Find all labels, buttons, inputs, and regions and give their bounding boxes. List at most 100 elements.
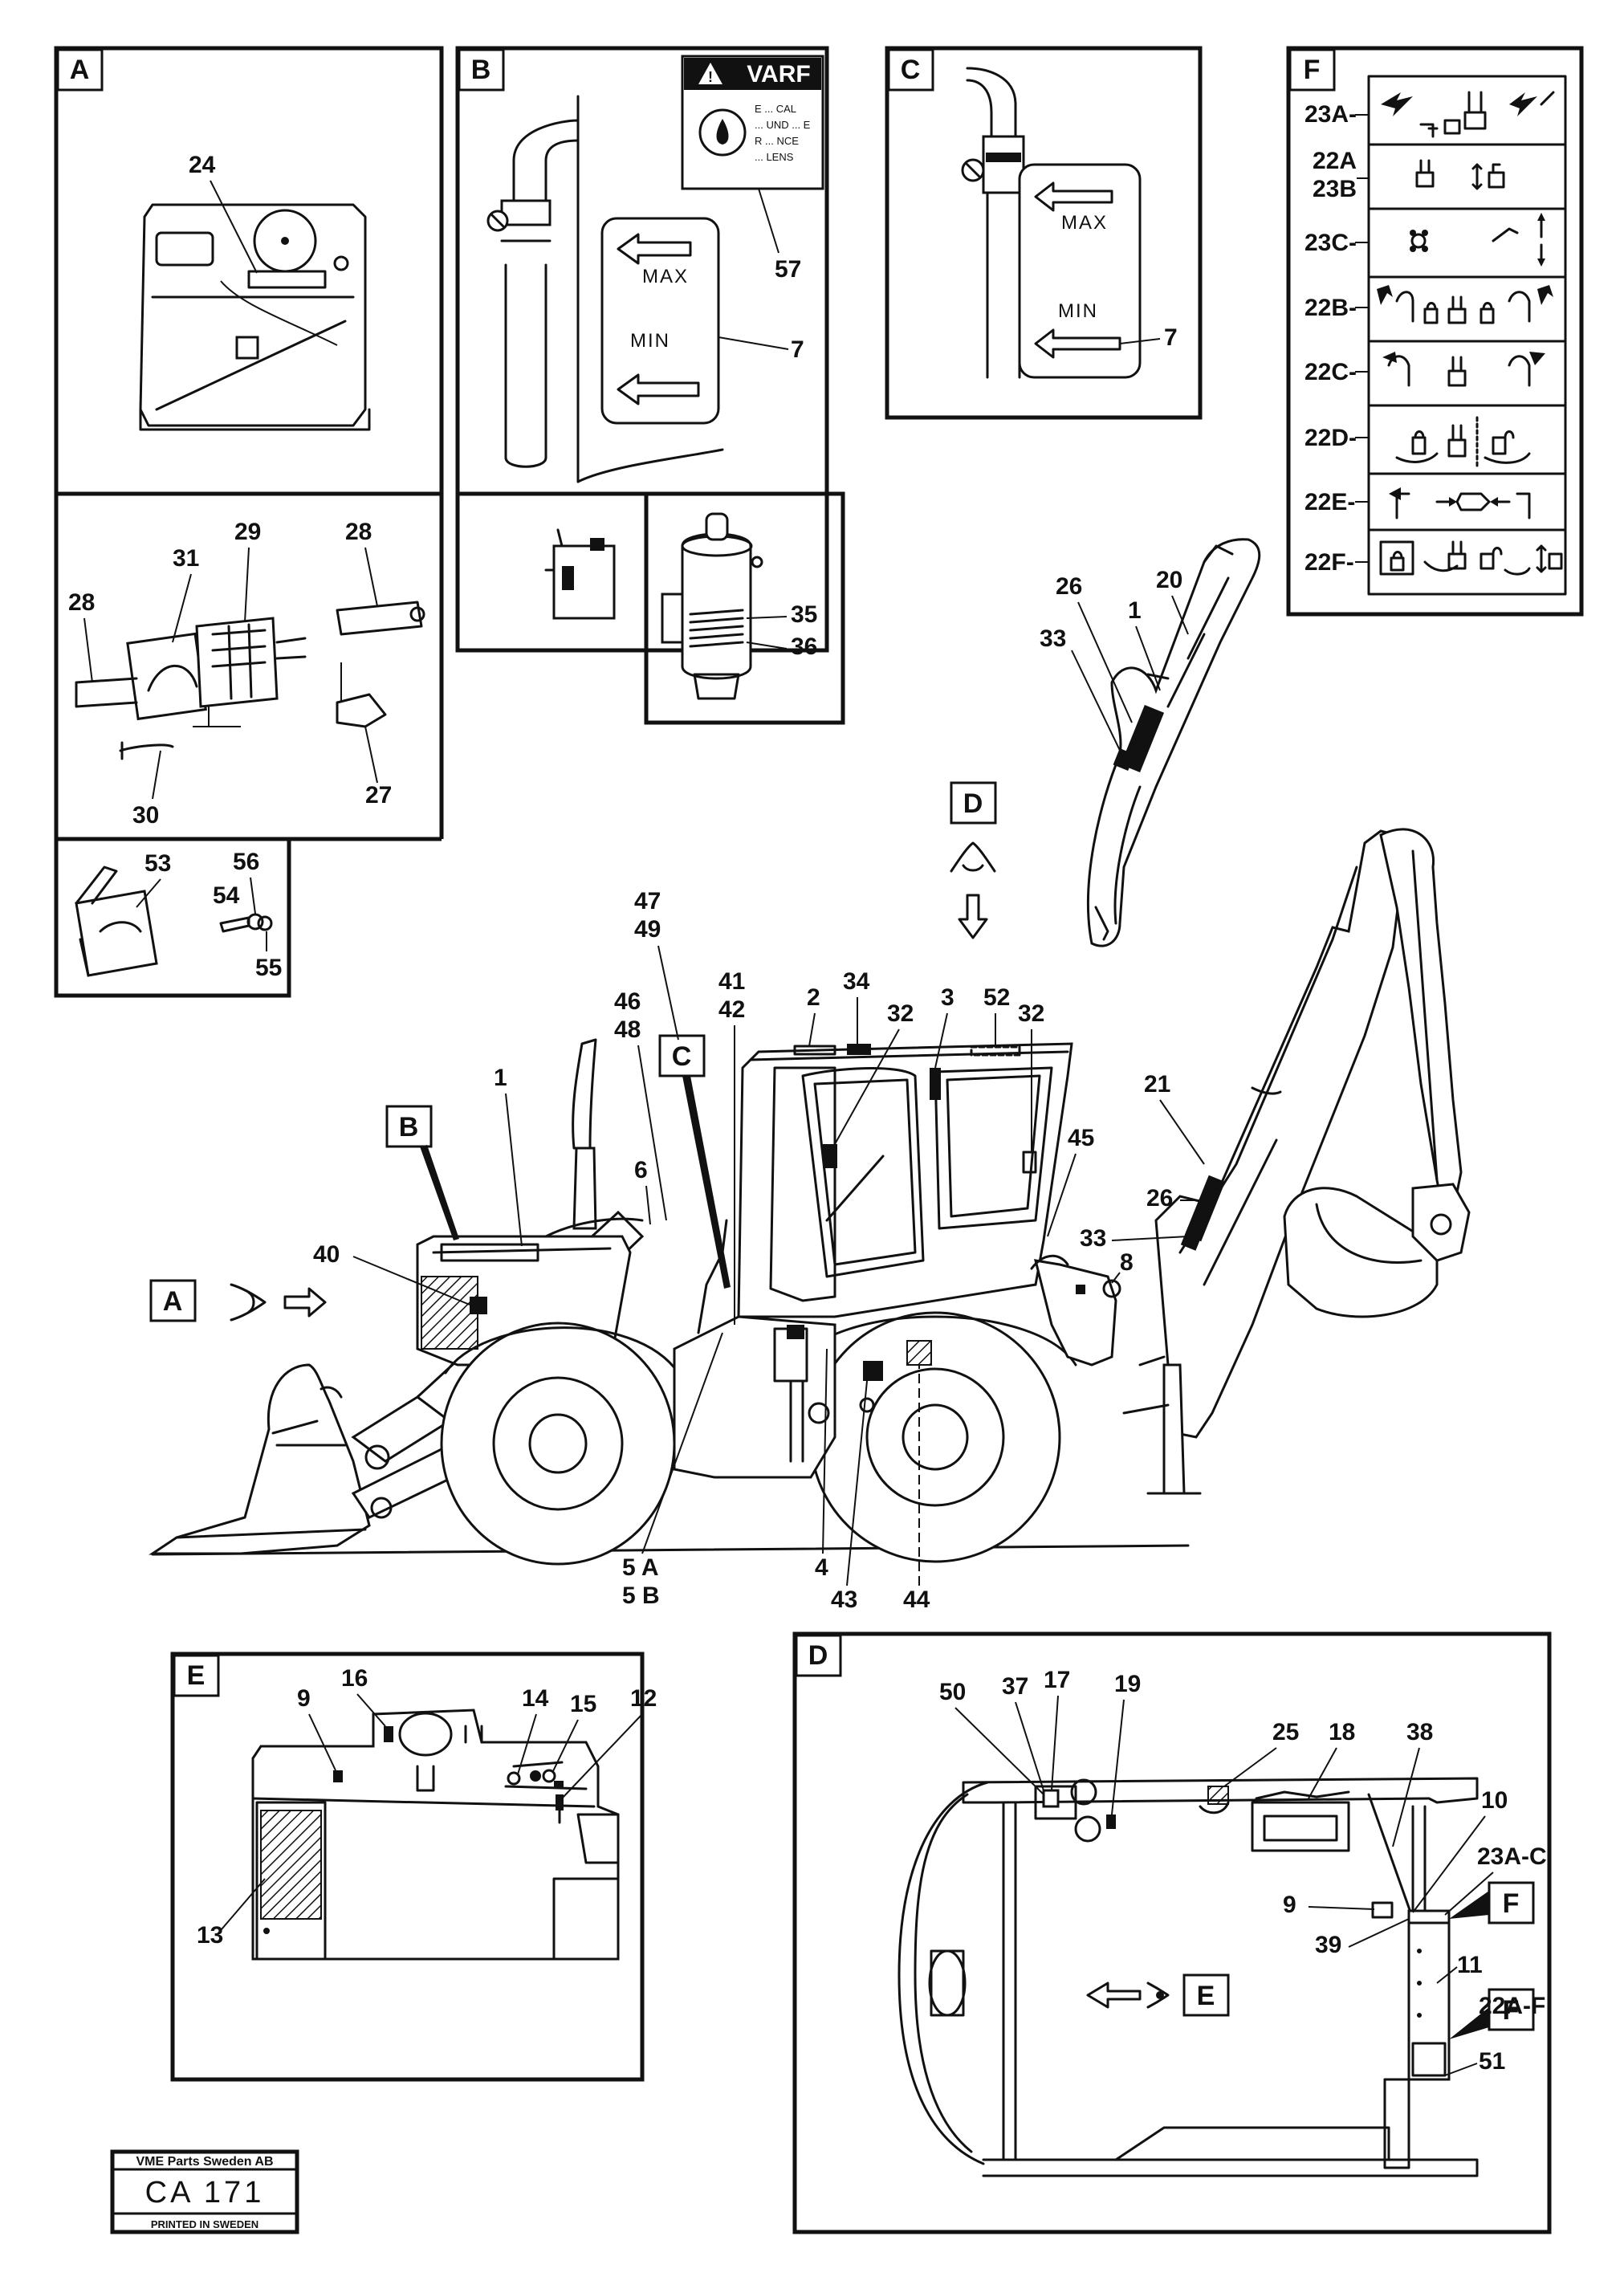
callout-40: 40 (313, 1241, 340, 1268)
callout-54: 54 (213, 882, 240, 909)
callout-26: 26 (1146, 1185, 1173, 1212)
callout-55: 55 (255, 955, 282, 981)
callout-d17: 17 (1044, 1667, 1070, 1693)
panel-a2: 53 56 54 55 (54, 837, 291, 998)
panel-f: F (1286, 46, 1584, 617)
view-marker-b: B (399, 1112, 419, 1142)
callout-24: 24 (189, 152, 216, 178)
panel-a: A 24 31 29 28 28 3 (54, 46, 444, 841)
callout-21: 21 (1144, 1071, 1170, 1098)
f-label-22b: 22B- (1304, 295, 1357, 321)
callout-3: 3 (941, 984, 954, 1011)
view-marker-d: D (963, 788, 983, 819)
callout-27: 27 (365, 782, 392, 808)
callout-e13: 13 (197, 1922, 223, 1949)
level-gauge-b (600, 217, 720, 425)
callout-32a: 32 (887, 1000, 914, 1027)
warning-line-3: R ... NCE (755, 135, 799, 147)
warning-line-1: E ... CAL (755, 103, 796, 115)
f-label-23b: 23B (1313, 176, 1357, 202)
callout-arm-1: 1 (1128, 597, 1142, 624)
callout-d37: 37 (1002, 1673, 1028, 1700)
callout-d18: 18 (1329, 1719, 1355, 1745)
callout-d23ac: 23A-C (1477, 1843, 1547, 1870)
callout-56: 56 (233, 849, 259, 875)
company-name: VME Parts Sweden AB (136, 2155, 273, 2169)
panel-f-label: F (1304, 55, 1321, 85)
callout-e14: 14 (522, 1685, 549, 1712)
callout-d50: 50 (939, 1679, 966, 1705)
callout-arm-20: 20 (1156, 567, 1182, 593)
panel-c: C MAX MIN 7 (885, 46, 1203, 420)
callout-d9: 9 (1283, 1892, 1296, 1918)
callout-d19: 19 (1114, 1671, 1141, 1697)
panel-b: B ! VARF E ... CAL ... UND ... E R ... N… (455, 46, 845, 725)
callout-43: 43 (831, 1586, 857, 1613)
callout-6: 6 (634, 1157, 648, 1183)
f-label-22a: 22A (1313, 148, 1357, 174)
panel-d-view-marker-e: E (1197, 1981, 1215, 2011)
callout-2: 2 (807, 984, 820, 1011)
callout-5b: 5 B (622, 1582, 660, 1609)
printed-in: PRINTED IN SWEDEN (151, 2218, 258, 2230)
view-marker-c: C (672, 1041, 692, 1072)
gauge-c-max: MAX (1061, 212, 1108, 234)
callout-d51: 51 (1479, 2048, 1505, 2075)
callout-34: 34 (843, 968, 870, 995)
callout-46: 46 (614, 988, 641, 1015)
panel-a-label-box (56, 48, 104, 92)
gauge-b-max: MAX (642, 266, 689, 287)
panel-d: D E F (792, 1631, 1552, 2234)
callout-e12: 12 (630, 1685, 657, 1712)
warning-line-2: ... UND ... E (755, 119, 811, 131)
callout-30: 30 (132, 802, 159, 829)
callout-49: 49 (634, 916, 661, 943)
callout-e15: 15 (570, 1691, 596, 1717)
f-symbol-row-23c (1410, 213, 1545, 267)
callout-31: 31 (173, 545, 199, 572)
f-symbol-row-22c (1382, 352, 1545, 387)
f-symbol-row-22b (1377, 285, 1553, 324)
callout-48: 48 (614, 1016, 641, 1043)
callout-33: 33 (1080, 1225, 1106, 1252)
callout-41: 41 (718, 968, 745, 995)
callout-d25: 25 (1272, 1719, 1299, 1745)
callout-28a: 28 (68, 589, 95, 616)
callout-29: 29 (234, 519, 261, 545)
f-label-22d: 22D- (1304, 425, 1357, 451)
warning-sign-title: VARF (747, 61, 810, 88)
callout-5a: 5 A (622, 1554, 659, 1581)
callout-7: 7 (791, 336, 804, 363)
view-marker-a: A (163, 1286, 183, 1317)
f-symbol-row-22f (1379, 540, 1563, 576)
arm-detail: 26 20 1 33 (1040, 538, 1261, 947)
svg-text:!: ! (708, 69, 713, 85)
f-marker-2: F (1503, 1995, 1520, 2026)
callout-4: 4 (815, 1554, 828, 1581)
callout-c7: 7 (1164, 324, 1178, 351)
callout-45: 45 (1068, 1125, 1094, 1151)
warning-line-4: ... LENS (755, 151, 794, 163)
f-label-23c: 23C- (1304, 230, 1357, 256)
callout-d10: 10 (1481, 1787, 1508, 1814)
f-label-22c: 22C- (1304, 359, 1357, 385)
f-symbol-row-22e (1389, 487, 1531, 519)
f-label-22e: 22E- (1304, 489, 1355, 515)
callout-arm-26: 26 (1056, 573, 1082, 600)
callout-28b: 28 (345, 519, 372, 545)
callout-d22af: 22A-F (1479, 1993, 1545, 2019)
callout-53: 53 (144, 850, 171, 877)
panel-c-label: C (901, 55, 921, 85)
panel-b-label: B (471, 55, 491, 85)
panel-e-label: E (187, 1660, 206, 1691)
gauge-b-min: MIN (630, 330, 670, 352)
callout-44: 44 (903, 1586, 930, 1613)
callout-arm-33: 33 (1040, 625, 1066, 652)
callout-d39: 39 (1315, 1932, 1341, 1958)
f-label-23a: 23A- (1304, 101, 1357, 128)
gauge-c-min: MIN (1058, 300, 1098, 322)
callout-e16: 16 (341, 1665, 368, 1692)
callout-42: 42 (718, 996, 745, 1023)
f-symbol-row-23a (1381, 91, 1555, 138)
